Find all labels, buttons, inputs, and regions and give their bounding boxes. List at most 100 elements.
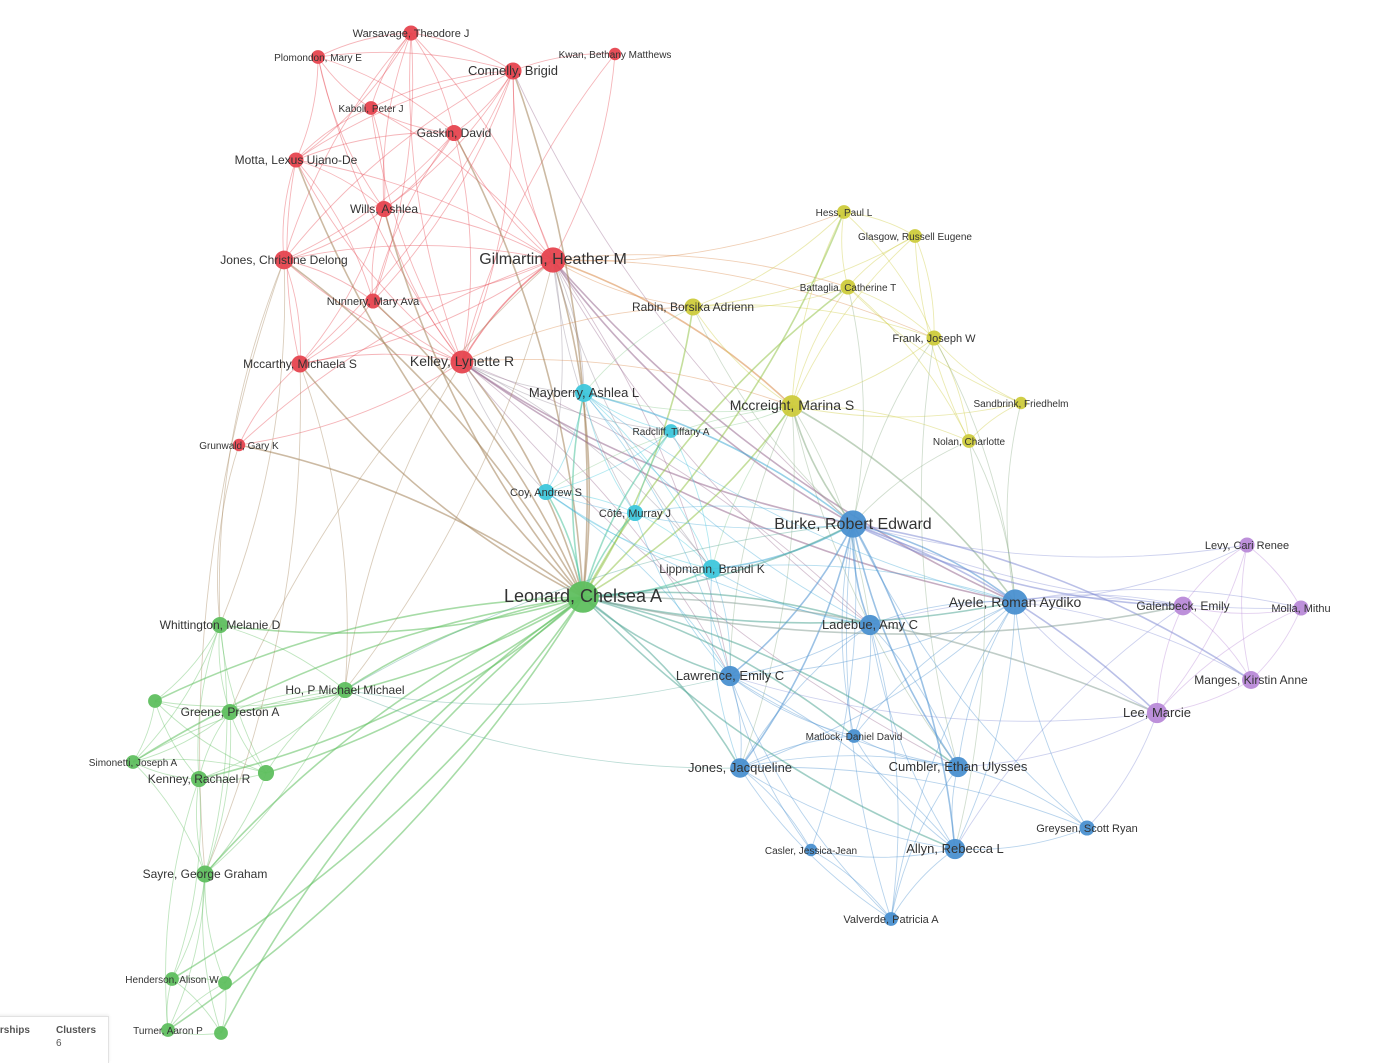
author-node-motta[interactable] xyxy=(288,152,304,168)
author-node-plomondon[interactable] xyxy=(311,50,325,64)
author-node-allyn[interactable] xyxy=(944,838,966,860)
author-node-g-unl1[interactable] xyxy=(148,694,162,708)
author-node-frank[interactable] xyxy=(926,330,942,346)
author-label-hess[interactable]: Hess, Paul L xyxy=(816,208,873,219)
author-node-g-unl3[interactable] xyxy=(218,976,232,990)
author-label-manges[interactable]: Manges, Kirstin Anne xyxy=(1194,673,1308,687)
author-label-nolan[interactable]: Nolan, Charlotte xyxy=(933,437,1006,448)
author-label-ladebue[interactable]: Ladebue, Amy C xyxy=(822,617,918,632)
author-node-ayele[interactable] xyxy=(1002,589,1028,615)
author-node-mccarthy[interactable] xyxy=(291,355,309,373)
author-label-cote[interactable]: Côté, Murray J xyxy=(599,508,671,520)
author-label-allyn[interactable]: Allyn, Rebecca L xyxy=(906,841,1004,856)
author-node-casler[interactable] xyxy=(804,843,818,857)
author-label-turner[interactable]: Turner, Aaron P xyxy=(133,1026,203,1037)
author-node-simonetti[interactable] xyxy=(126,755,140,769)
author-node-wills[interactable] xyxy=(375,200,393,218)
author-label-lawrence[interactable]: Lawrence, Emily C xyxy=(676,668,784,683)
author-label-molla[interactable]: Molla, Mithu xyxy=(1271,603,1330,615)
author-label-nunnery[interactable]: Nunnery, Mary Ava xyxy=(327,296,420,308)
author-label-coy[interactable]: Coy, Andrew S xyxy=(510,487,582,499)
author-label-motta[interactable]: Motta, Lexus Ujano-De xyxy=(235,153,358,167)
author-label-henderson[interactable]: Henderson, Alison W xyxy=(125,975,219,986)
author-node-kenney[interactable] xyxy=(190,770,208,788)
author-node-burke[interactable] xyxy=(839,510,867,538)
author-node-valverde[interactable] xyxy=(884,912,898,926)
author-label-levy[interactable]: Levy, Cari Renee xyxy=(1205,540,1289,552)
author-node-henderson[interactable] xyxy=(165,972,179,986)
author-node-g-unl2[interactable] xyxy=(257,764,275,782)
author-node-hess[interactable] xyxy=(837,205,851,219)
author-node-mccreight[interactable] xyxy=(781,395,803,417)
author-label-warsavage[interactable]: Warsavage, Theodore J xyxy=(353,28,470,40)
author-label-kaboli[interactable]: Kaboli, Peter J xyxy=(338,104,403,115)
author-node-lee[interactable] xyxy=(1146,702,1168,724)
author-label-mayberry[interactable]: Mayberry, Ashlea L xyxy=(529,385,639,400)
author-label-jones-j[interactable]: Jones, Jacqueline xyxy=(688,760,792,775)
author-label-greysen[interactable]: Greysen, Scott Ryan xyxy=(1036,823,1138,835)
author-label-mccreight[interactable]: Mccreight, Marina S xyxy=(730,397,854,413)
author-label-jones-c[interactable]: Jones, Christine Delong xyxy=(220,253,347,267)
author-node-mayberry[interactable] xyxy=(575,384,593,402)
author-label-rabin[interactable]: Rabin, Borsika Adrienn xyxy=(632,300,754,314)
author-node-turner[interactable] xyxy=(161,1023,175,1037)
author-label-whittington[interactable]: Whittington, Melanie D xyxy=(160,618,281,632)
author-label-sandbrink[interactable]: Sandbrink, Friedhelm xyxy=(973,399,1068,410)
author-label-ho[interactable]: Ho, P Michael Michael xyxy=(285,683,404,697)
author-label-frank[interactable]: Frank, Joseph W xyxy=(892,333,976,345)
author-node-kaboli[interactable] xyxy=(364,101,378,115)
author-label-grunwald[interactable]: Grunwald, Gary K xyxy=(199,441,279,452)
author-label-glasgow[interactable]: Glasgow, Russell Eugene xyxy=(858,232,972,243)
author-node-glasgow[interactable] xyxy=(908,229,922,243)
author-node-whittington[interactable] xyxy=(211,616,229,634)
author-node-matlock[interactable] xyxy=(847,729,861,743)
author-node-connelly[interactable] xyxy=(504,62,522,80)
author-label-gilmartin[interactable]: Gilmartin, Heather M xyxy=(479,251,627,268)
author-label-kwan[interactable]: Kwan, Bethany Matthews xyxy=(559,50,672,61)
author-node-kwan[interactable] xyxy=(608,47,622,61)
author-node-g-unl4[interactable] xyxy=(214,1026,228,1040)
author-node-kelley[interactable] xyxy=(450,350,474,374)
author-node-cote[interactable] xyxy=(626,504,644,522)
author-label-leonard[interactable]: Leonard, Chelsea A xyxy=(504,586,662,606)
author-node-molla[interactable] xyxy=(1293,600,1309,616)
author-label-ayele[interactable]: Ayele, Roman Aydiko xyxy=(949,594,1082,610)
author-label-connelly[interactable]: Connelly, Brigid xyxy=(468,63,558,78)
author-label-greene[interactable]: Greene, Preston A xyxy=(181,705,280,719)
author-label-galenbeck[interactable]: Galenbeck, Emily xyxy=(1136,599,1229,613)
author-node-manges[interactable] xyxy=(1242,671,1260,689)
author-node-sandbrink[interactable] xyxy=(1014,396,1028,410)
author-node-greysen[interactable] xyxy=(1079,820,1095,836)
author-node-jones-j[interactable] xyxy=(730,758,750,778)
author-label-radcliff[interactable]: Radcliff, Tiffany A xyxy=(633,427,710,438)
author-node-lippmann[interactable] xyxy=(702,559,722,579)
author-label-wills[interactable]: Wills, Ashlea xyxy=(350,202,418,216)
author-label-plomondon[interactable]: Plomondon, Mary E xyxy=(274,53,362,64)
author-label-valverde[interactable]: Valverde, Patricia A xyxy=(843,914,939,926)
author-node-coy[interactable] xyxy=(537,483,555,501)
author-label-battaglia[interactable]: Battaglia, Catherine T xyxy=(800,283,897,294)
author-node-jones-c[interactable] xyxy=(274,250,294,270)
author-node-gaskin[interactable] xyxy=(445,124,463,142)
author-label-casler[interactable]: Casler, Jessica-Jean xyxy=(765,846,857,857)
author-node-radcliff[interactable] xyxy=(664,424,678,438)
author-label-sayre[interactable]: Sayre, George Graham xyxy=(143,867,268,881)
author-label-burke[interactable]: Burke, Robert Edward xyxy=(774,516,931,533)
author-node-ho[interactable] xyxy=(336,681,354,699)
author-node-nolan[interactable] xyxy=(962,434,976,448)
author-node-greene[interactable] xyxy=(221,703,239,721)
author-node-gilmartin[interactable] xyxy=(540,247,566,273)
author-node-sayre[interactable] xyxy=(196,865,214,883)
author-node-grunwald[interactable] xyxy=(232,438,246,452)
author-label-cumbler[interactable]: Cumbler, Ethan Ulysses xyxy=(889,759,1028,774)
author-node-battaglia[interactable] xyxy=(840,279,856,295)
author-label-gaskin[interactable]: Gaskin, David xyxy=(417,126,492,140)
author-label-simonetti[interactable]: Simonetti, Joseph A xyxy=(89,758,178,769)
author-label-matlock[interactable]: Matlock, Daniel David xyxy=(806,732,903,743)
author-node-cumbler[interactable] xyxy=(947,756,969,778)
author-label-kelley[interactable]: Kelley, Lynette R xyxy=(410,353,514,369)
author-node-levy[interactable] xyxy=(1239,537,1255,553)
author-node-warsavage[interactable] xyxy=(403,25,419,41)
author-node-ladebue[interactable] xyxy=(859,614,881,636)
